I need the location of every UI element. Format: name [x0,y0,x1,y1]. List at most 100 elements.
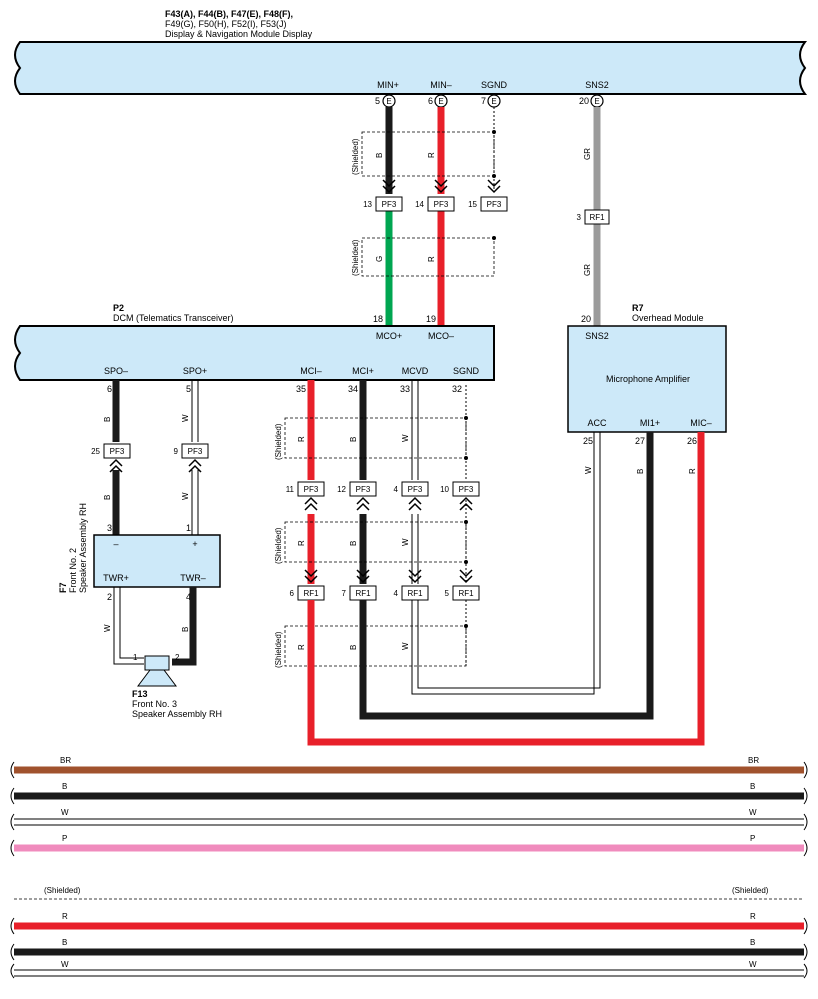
overhead-pin-label-sns2: SNS2 [585,331,609,341]
connector-id: PF3 [487,200,502,209]
lower-wires: (Shielded) (Shielded) (Shielded) B W B W… [91,380,705,746]
connector-pin: 13 [363,200,372,209]
connector-pin: 9 [174,447,179,456]
connector-circle-e: E [434,94,448,108]
legend-label: BR [60,756,71,765]
speaker-assembly-name-1: Front No. 2 [68,548,78,593]
conn-letter-e: E [594,97,599,106]
wire-color-label: W [103,624,112,632]
speaker-pin-num: 1 [186,523,191,533]
wire-color-label: GR [583,264,592,276]
speaker-icon-body [144,655,170,671]
shield-box [361,237,495,277]
connector-id: PF3 [459,485,474,494]
connector-id: PF3 [434,200,449,209]
dcm-pin-label-spo-plus: SPO+ [183,366,207,376]
connector-circle-e: E [487,94,501,108]
connector-arrow [408,496,422,511]
overhead-pin-num-20: 20 [581,314,591,324]
connector-pin: 25 [91,447,100,456]
splice-dot [464,520,468,524]
speaker-pin-label-twr-plus: TWR+ [103,573,129,583]
dcm-pin-num: 5 [186,384,191,394]
dcm-pin-num: 35 [296,384,306,394]
dcm-pin-num: 33 [400,384,410,394]
connector-rf1 [584,209,610,225]
legend-label: P [62,834,67,843]
splice-dot [464,416,468,420]
speaker-pin-num: 3 [107,523,112,533]
speaker-pin1: 1 [133,653,138,662]
conn-letter-e: E [438,97,443,106]
legend-wire-white [14,969,804,977]
speaker-icon [137,669,177,687]
overhead-inner-label: Microphone Amplifier [606,374,690,384]
splice-dot [492,130,496,134]
connector-id: RF1 [303,589,319,598]
overhead-pin-num: 26 [687,436,697,446]
connector-pin: 3 [577,213,582,222]
legend-label: B [62,782,67,791]
legend-wire-white [14,818,804,826]
wire-white [411,380,419,584]
connector-pin: 6 [290,589,295,598]
wire-color-label: G [375,256,384,262]
legend-label: W [61,960,69,969]
connector-id: PF3 [382,200,397,209]
dcm-pin-label-mcvd: MCVD [402,366,429,376]
overhead-name: Overhead Module [632,313,704,323]
connector-pf3 [401,481,429,497]
connector-arrow [304,569,318,584]
connector-id: RF1 [458,589,474,598]
splice-dot [492,236,496,240]
connector-pf3 [103,443,131,459]
wire-color-label: R [297,540,306,546]
legend-group-2: (Shielded) (Shielded) R R B B W W [10,886,808,979]
speaker-pin-label: – [113,539,118,549]
dcm-name: DCM (Telematics Transceiver) [113,313,234,323]
dcm-pin-label-spo-minus: SPO– [104,366,128,376]
dcm-pin-num: 34 [348,384,358,394]
legend-label: P [750,834,755,843]
speaker-code: F13 [132,689,148,699]
display-module-codes-2: F49(G), F50(H), F52(I), F53(J) [165,19,287,29]
legend-break-mark [10,761,15,857]
legend-label: B [750,938,755,947]
connector-id: RF1 [407,589,423,598]
overhead-module: R7 Overhead Module 20 SNS2 Microphone Am… [567,303,727,446]
connector-rf1 [401,585,429,601]
connector-id: PF3 [356,485,371,494]
dcm-pin-label-mco-minus: MCO– [428,331,454,341]
overhead-pin-num: 25 [583,436,593,446]
wire-white [411,432,595,695]
conn-letter-e: E [491,97,496,106]
wire-color-label: B [375,153,384,158]
connector-arrow [109,458,123,473]
connector-pf3 [427,196,455,212]
legend-break-mark [803,761,808,857]
connector-pf3 [375,196,403,212]
overhead-pin-label-mi1-plus: MI1+ [640,418,660,428]
shielded-label: (Shielded) [274,423,283,460]
dcm-pin-num-19: 19 [426,314,436,324]
wire-color-label: B [103,495,112,500]
speaker-name-1: Front No. 3 [132,699,177,709]
connector-pin: 14 [415,200,424,209]
connector-pf3 [349,481,377,497]
connector-arrow [459,496,473,511]
overhead-pin-num: 27 [635,436,645,446]
shielded-label: (Shielded) [274,527,283,564]
wire-color-label: R [427,152,436,158]
shield-box [284,521,467,563]
speaker-assembly-box [93,534,221,588]
speaker-pin-num: 2 [107,592,112,602]
connector-circle-e: E [590,94,604,108]
pin-label-min-plus: MIN+ [377,80,399,90]
wire-color-label: B [349,437,358,442]
legend-label: R [750,912,756,921]
pin-num-20: 20 [579,96,589,106]
splice-dot [464,560,468,564]
wire-color-label: W [401,642,410,650]
display-module-box [14,41,808,95]
wire-red [307,432,705,746]
